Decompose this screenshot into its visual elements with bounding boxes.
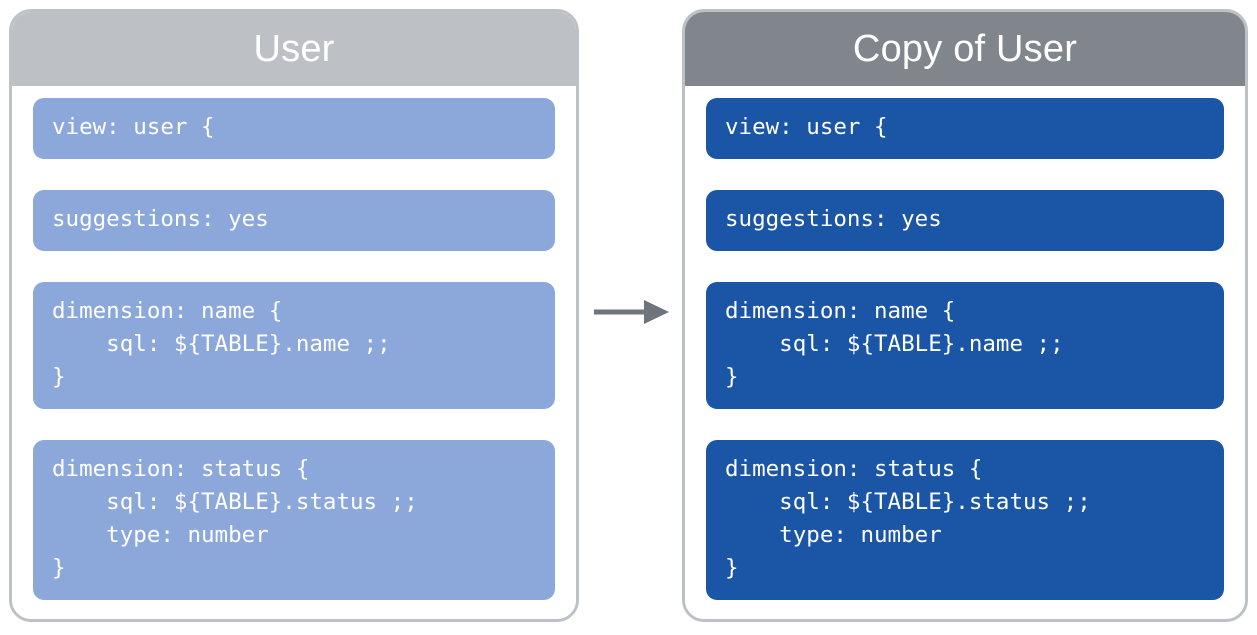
copy-view-card: Copy of User view: user { suggestions: y… [682, 9, 1248, 622]
source-view-card: User view: user { suggestions: yes dimen… [9, 9, 579, 622]
source-code-block-view: view: user { [33, 98, 555, 159]
source-code-block-suggestions: suggestions: yes [33, 190, 555, 251]
copy-card-title: Copy of User [852, 28, 1078, 70]
source-card-title: User [253, 28, 335, 70]
source-card-body: view: user { suggestions: yes dimension:… [12, 86, 576, 619]
source-code-block-dimension-name: dimension: name { sql: ${TABLE}.name ;; … [33, 282, 555, 409]
copy-arrow [592, 294, 670, 330]
copy-code-block-dimension-status: dimension: status { sql: ${TABLE}.status… [706, 440, 1224, 600]
source-card-header: User [12, 12, 576, 86]
copy-code-block-view: view: user { [706, 98, 1224, 159]
copy-code-block-dimension-name: dimension: name { sql: ${TABLE}.name ;; … [706, 282, 1224, 409]
source-code-block-dimension-status: dimension: status { sql: ${TABLE}.status… [33, 440, 555, 600]
copy-card-body: view: user { suggestions: yes dimension:… [685, 86, 1245, 619]
copy-card-header: Copy of User [685, 12, 1245, 86]
arrow-right-icon [594, 300, 669, 324]
copy-code-block-suggestions: suggestions: yes [706, 190, 1224, 251]
